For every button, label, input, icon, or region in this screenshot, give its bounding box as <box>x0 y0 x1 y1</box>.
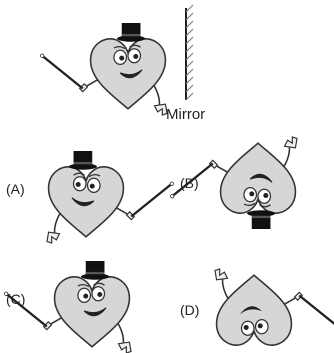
option-d-label[interactable]: (D) <box>180 302 200 318</box>
option-b-label[interactable]: (B) <box>180 175 199 191</box>
option-a-figure[interactable] <box>45 149 175 245</box>
option-a-label[interactable]: (A) <box>6 181 25 197</box>
mirror <box>185 4 194 101</box>
option-d-figure[interactable] <box>213 267 334 347</box>
option-c-figure[interactable] <box>3 259 133 353</box>
original-figure <box>39 21 169 117</box>
option-c-label[interactable]: (C) <box>6 291 26 307</box>
mirror-label: Mirror <box>166 106 206 123</box>
